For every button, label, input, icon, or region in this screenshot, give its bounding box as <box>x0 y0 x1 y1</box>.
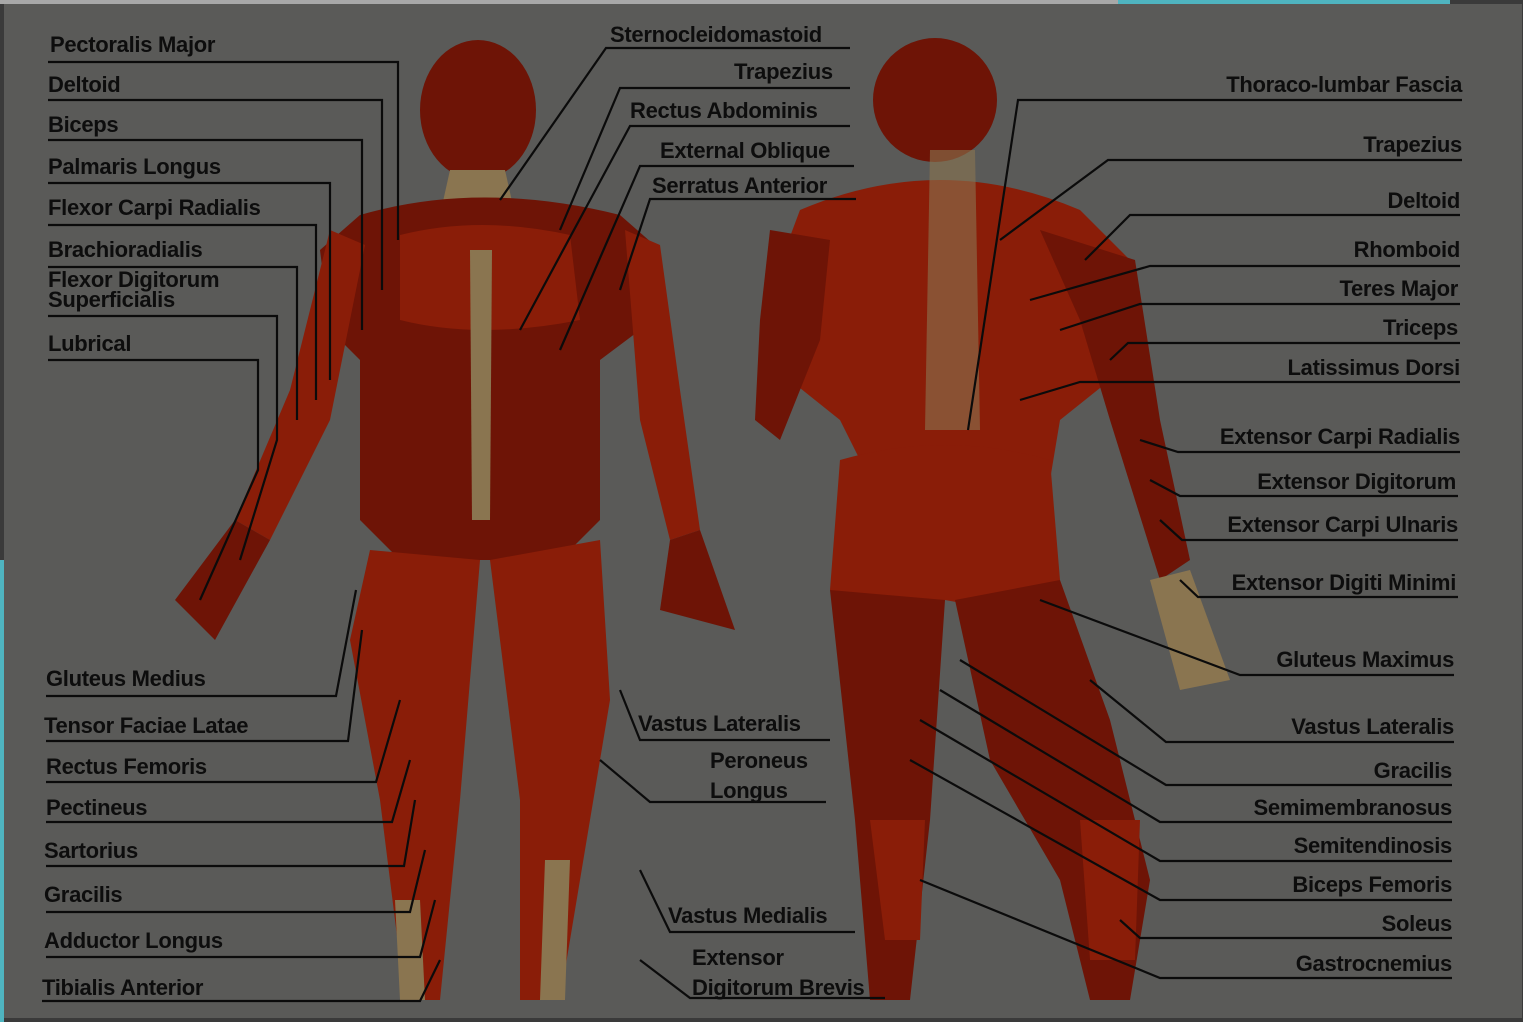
label-semitendinosis: Semitendinosis <box>1294 835 1452 857</box>
label-latissimus-dorsi: Latissimus Dorsi <box>1288 357 1460 379</box>
label-palmaris-longus: Palmaris Longus <box>48 156 221 178</box>
label-soleus: Soleus <box>1382 913 1452 935</box>
label-semimembranosus: Semimembranosus <box>1254 797 1452 819</box>
label-sternocleidomastoid: Sternocleidomastoid <box>610 24 822 46</box>
label-brachioradialis: Brachioradialis <box>48 239 202 261</box>
label-extensor-carpi-ulnaris: Extensor Carpi Ulnaris <box>1227 514 1458 536</box>
label-tibialis-anterior: Tibialis Anterior <box>42 977 203 999</box>
label-vastus-lateralis-front: Vastus Lateralis <box>638 713 801 735</box>
label-biceps: Biceps <box>48 114 118 136</box>
label-extensor-digiti-minimi: Extensor Digiti Minimi <box>1232 572 1456 594</box>
label-teres-major: Teres Major <box>1339 278 1458 300</box>
label-extensor-digitorum-brevis: Extensor Digitorum Brevis <box>692 943 864 1003</box>
label-flexor-digitorum-superficialis: Flexor Digitorum Superficialis <box>48 270 219 310</box>
label-rhomboid: Rhomboid <box>1354 239 1460 261</box>
label-tensor-faciae-latae: Tensor Faciae Latae <box>44 715 248 737</box>
label-adductor-longus: Adductor Longus <box>44 930 223 952</box>
label-peroneus-longus: Peroneus Longus <box>710 746 808 806</box>
label-triceps: Triceps <box>1383 317 1458 339</box>
label-serratus-anterior: Serratus Anterior <box>652 175 827 197</box>
label-gluteus-maximus: Gluteus Maximus <box>1276 649 1454 671</box>
label-gracilis-front: Gracilis <box>44 884 122 906</box>
label-trapezius-front: Trapezius <box>734 61 833 83</box>
label-sartorius: Sartorius <box>44 840 138 862</box>
label-rectus-abdominis: Rectus Abdominis <box>630 100 818 122</box>
label-rectus-femoris: Rectus Femoris <box>46 756 207 778</box>
label-gracilis-back: Gracilis <box>1374 760 1452 782</box>
label-gastrocnemius: Gastrocnemius <box>1296 953 1452 975</box>
label-gluteus-medius: Gluteus Medius <box>46 668 206 690</box>
label-deltoid-front: Deltoid <box>48 74 120 96</box>
label-deltoid-back: Deltoid <box>1388 190 1460 212</box>
label-lubrical: Lubrical <box>48 333 131 355</box>
label-thoraco-lumbar-fascia: Thoraco-lumbar Fascia <box>1226 74 1462 96</box>
label-external-oblique: External Oblique <box>660 140 830 162</box>
label-vastus-lateralis-back: Vastus Lateralis <box>1291 716 1454 738</box>
label-extensor-carpi-radialis: Extensor Carpi Radialis <box>1220 426 1460 448</box>
label-pectoralis-major: Pectoralis Major <box>50 34 215 56</box>
label-flexor-carpi-radialis: Flexor Carpi Radialis <box>48 197 261 219</box>
label-biceps-femoris: Biceps Femoris <box>1292 874 1452 896</box>
label-trapezius-back: Trapezius <box>1363 134 1462 156</box>
label-vastus-medialis: Vastus Medialis <box>668 905 827 927</box>
label-extensor-digitorum: Extensor Digitorum <box>1257 471 1456 493</box>
label-pectineus: Pectineus <box>46 797 147 819</box>
